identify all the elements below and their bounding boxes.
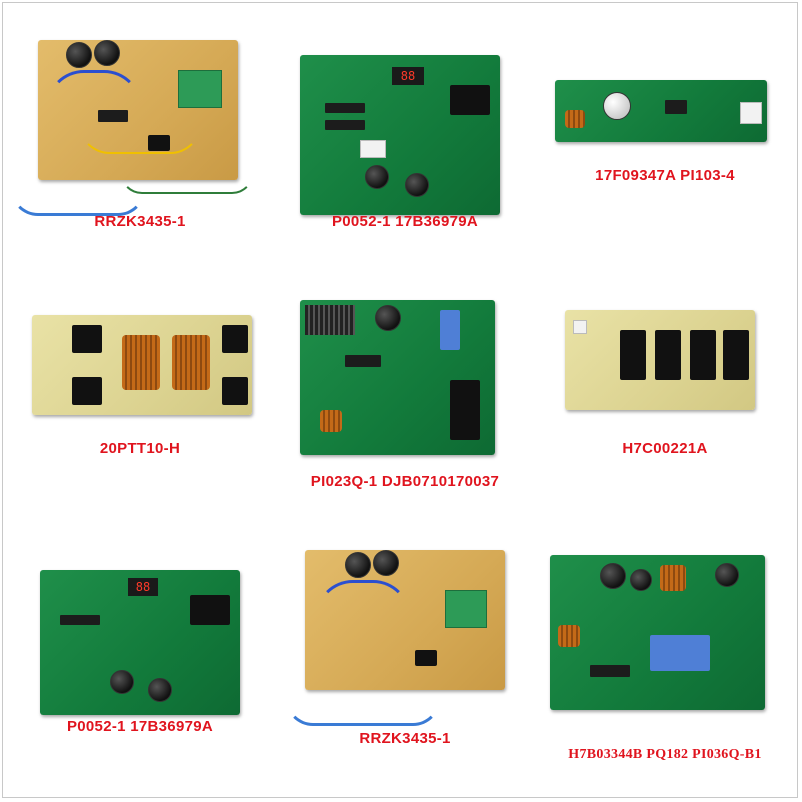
pcb-image-3 [555,80,767,142]
product-label: H7C00221A [622,440,708,457]
product-label: RRZK3435-1 [359,730,451,747]
product-tile-8[interactable]: RRZK3435-1 [275,540,535,755]
pcb-image-6 [565,310,755,410]
pcb-image-4 [32,315,252,415]
product-tile-7[interactable]: 88 P0052-1 17B36979A [10,555,270,755]
product-tile-9[interactable]: H7B03344B PQ182 PI036Q-B1 [540,540,790,770]
pcb-image-9 [550,555,765,710]
product-label: RRZK3435-1 [94,213,186,230]
product-label: P0052-1 17B36979A [66,718,214,735]
product-tile-6[interactable]: H7C00221A [540,285,790,485]
product-label: 20PTT10-H [99,440,181,457]
product-label: P0052-1 17B36979A [331,213,479,230]
product-tile-2[interactable]: 88 P0052-1 17B36979A [275,20,535,235]
pcb-image-5 [300,300,495,455]
pcb-image-8 [305,550,505,690]
product-label: 17F09347A PI103-4 [595,167,735,184]
pcb-image-7: 88 [40,570,240,715]
product-tile-5[interactable]: PI023Q-1 DJB0710170037 [275,285,535,500]
product-label: H7B03344B PQ182 PI036Q-B1 [568,747,762,762]
product-label: PI023Q-1 DJB0710170037 [310,473,500,490]
pcb-image-2: 88 [300,55,500,215]
product-tile-1[interactable]: RRZK3435-1 [10,20,270,235]
product-tile-4[interactable]: 20PTT10-H [10,285,270,485]
product-tile-3[interactable]: 17F09347A PI103-4 [540,20,790,235]
